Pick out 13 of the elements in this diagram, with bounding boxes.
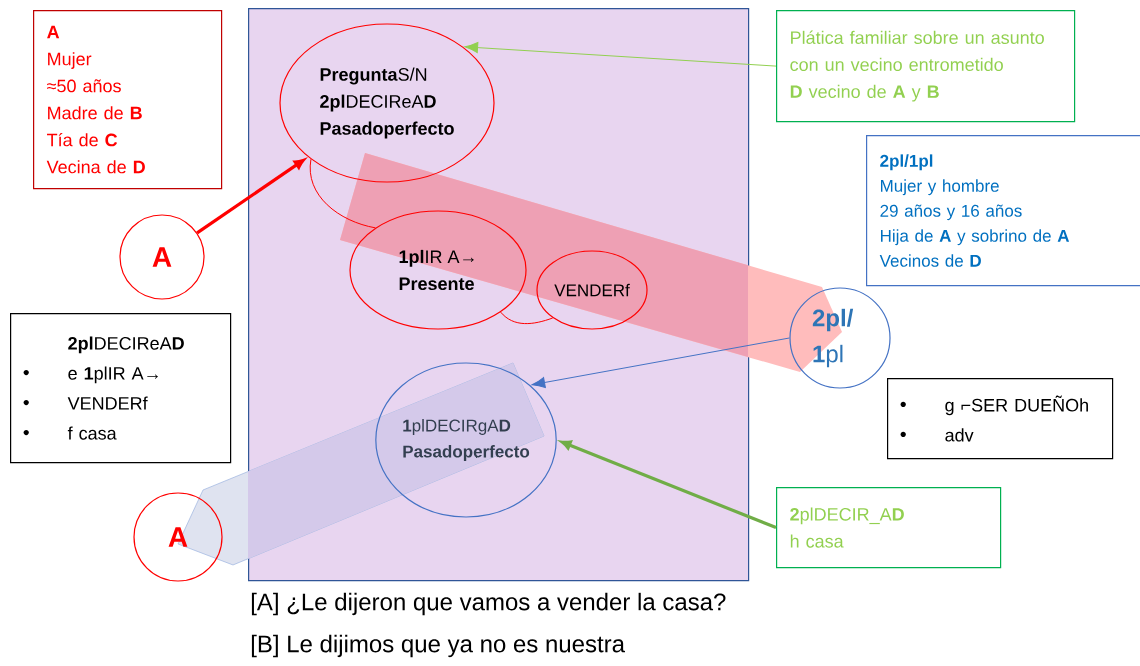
annotation-box: 2plDECIR_AD h casa: [776, 487, 1002, 569]
info-box: 2pl/1pl Mujer y hombre 29 años y 16 años Hija de A y sobrino de A Vecinos de D: [866, 135, 1140, 287]
bullet-list-box: 2plDECIReAD e 1plIR A→ VENDERf f casa: [10, 313, 232, 464]
connector-line: [309, 158, 376, 229]
info-box: A Mujer ≈50 años Madre de B Tía de C Vecina de D: [33, 10, 223, 190]
arrow: [560, 440, 777, 530]
bullet-list-box: g ⌐SER DUEÑOh adv: [887, 378, 1114, 460]
connector-line: [500, 311, 554, 325]
dialogue-line: [B] Le dijimos que ya no es nuestra: [251, 634, 625, 658]
arrow: [531, 337, 790, 389]
dialogue-line: [A] ¿Le dijeron que vamos a vender la casa?: [251, 592, 726, 616]
annotation-box: Plática familiar sobre un asunto con un vecino entrometido D vecino de A y B: [776, 10, 1076, 123]
arrow: [464, 42, 777, 67]
